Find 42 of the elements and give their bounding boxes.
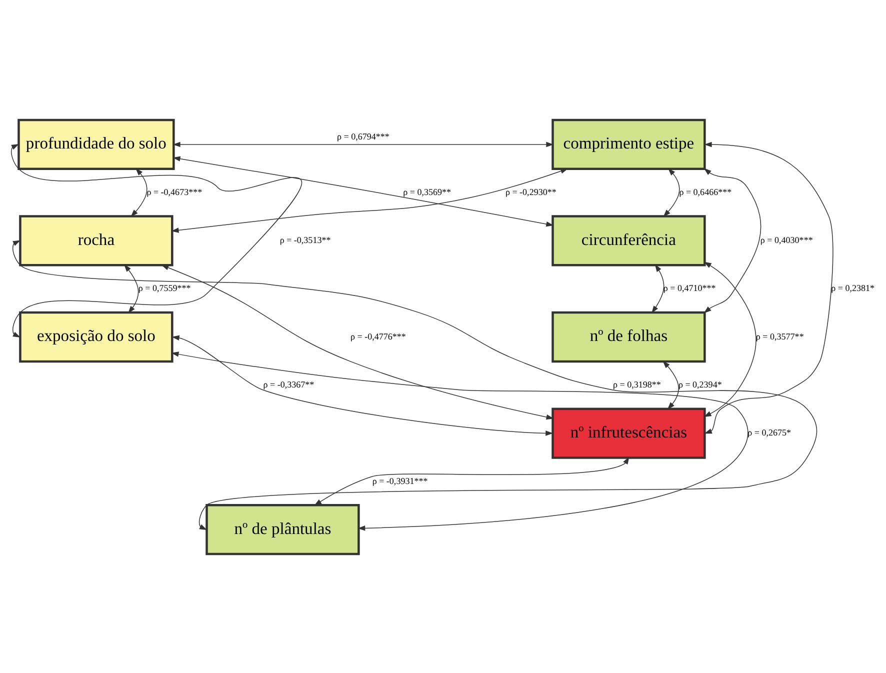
arrow: [171, 351, 748, 530]
edge-label: ρ = 0,4030***: [760, 234, 813, 245]
arrow: [124, 264, 139, 313]
arrow: [314, 456, 630, 506]
node-box: circunferência: [552, 214, 706, 266]
node-box: nº de plântulas: [206, 503, 360, 555]
node-box: comprimento estipe: [552, 118, 706, 170]
node-box: nº infrutescências: [552, 407, 706, 458]
arrow: [10, 143, 302, 337]
edge-label: ρ = 0,2394*: [678, 378, 722, 389]
node-box: profundidade do solo: [18, 118, 175, 170]
arrow: [172, 141, 554, 147]
edge-label: ρ = 0,6794***: [336, 131, 390, 142]
arrow: [172, 156, 554, 226]
edge-label: ρ = 0,3577**: [756, 330, 804, 341]
arrow: [161, 264, 554, 420]
edge-label: ρ = -0,3931***: [372, 475, 428, 486]
edge-label: ρ = 0,6466***: [679, 186, 732, 196]
arrow: [704, 261, 756, 417]
arrow: [172, 334, 554, 436]
arrow: [663, 168, 680, 216]
arrow: [130, 168, 148, 216]
arrow: [12, 240, 818, 530]
node-box: rocha: [19, 214, 174, 266]
edge-label: ρ = 0,4710***: [663, 282, 716, 293]
edge-label: ρ = 0,3569**: [403, 186, 452, 196]
arrow: [652, 264, 664, 313]
edge-label: ρ = -0,4776***: [350, 330, 406, 341]
edge-label: ρ = 0,2675*: [748, 427, 792, 438]
edge-label: ρ = -0,3367**: [263, 378, 314, 389]
arrow: [662, 360, 680, 409]
node-box: nº de folhas: [552, 310, 706, 362]
edge-label: ρ = -0,2930**: [505, 186, 556, 196]
arrow: [704, 141, 834, 434]
arrow: [704, 168, 762, 313]
node-box: exposição do solo: [19, 310, 174, 362]
edge-label: ρ = 0,2381*: [831, 282, 875, 293]
edge-label: ρ = 0,3198**: [613, 378, 661, 389]
edge-label: ρ = -0,4673***: [146, 186, 202, 196]
edge-label: ρ = -0,3513**: [280, 234, 331, 245]
edge-label: ρ = 0,7559***: [138, 282, 191, 293]
arrow: [171, 168, 568, 232]
